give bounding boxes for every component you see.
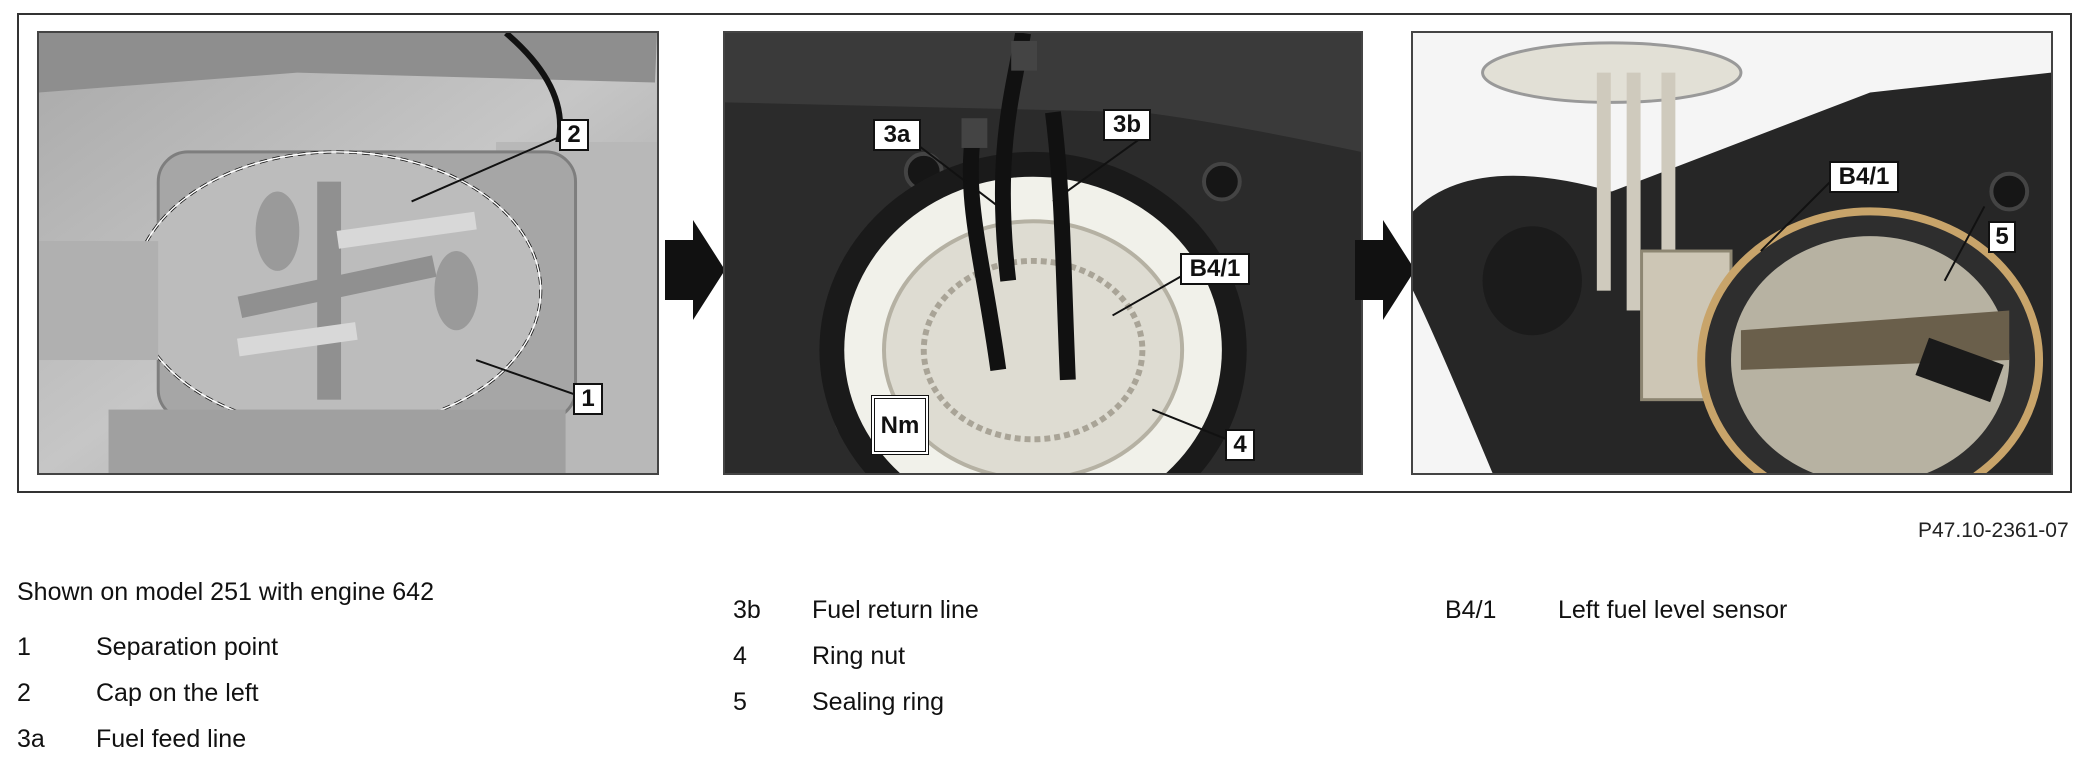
legend-code: B4/1 (1445, 596, 1497, 624)
legend-desc: Fuel return line (812, 596, 979, 624)
legend-code: 5 (733, 688, 747, 716)
legend-desc: Sealing ring (812, 688, 945, 716)
figure-caption: Shown on model 251 with engine 642 (17, 578, 434, 606)
legend-code: 2 (17, 679, 31, 707)
photo-open-tank: 3a 3b B4/1 Nm 4 (723, 31, 1363, 475)
legend-desc: Cap on the left (96, 679, 259, 707)
callout-b4-1: B4/1 (1829, 161, 1899, 193)
figure-frame: 2 1 3a 3b B4/1 Nm (17, 13, 2072, 493)
photo-cap: 2 1 (37, 31, 659, 475)
legend-desc: Separation point (96, 633, 279, 661)
callout-2: 2 (559, 119, 589, 151)
right-arrow-icon (1355, 220, 1415, 320)
callout-1: 1 (573, 383, 603, 415)
legend-code: 1 (17, 633, 31, 661)
callout-b4-1: B4/1 (1180, 253, 1250, 285)
legend-desc: Fuel feed line (96, 725, 247, 753)
photo-sensor-removed: B4/1 5 (1411, 31, 2053, 475)
figure-reference: P47.10-2361-07 (1918, 519, 2069, 542)
legend-desc: Ring nut (812, 642, 906, 670)
callout-3b: 3b (1103, 109, 1151, 141)
callout-3a: 3a (873, 119, 921, 151)
callout-5: 5 (1988, 221, 2016, 253)
legend-desc: Left fuel level sensor (1558, 596, 1788, 624)
right-arrow-icon (665, 220, 725, 320)
legend-code: 4 (733, 642, 747, 670)
legend-code: 3b (733, 596, 761, 624)
callout-4: 4 (1225, 429, 1255, 461)
legend-code: 3a (17, 725, 45, 753)
torque-spec-badge: Nm (871, 395, 929, 455)
